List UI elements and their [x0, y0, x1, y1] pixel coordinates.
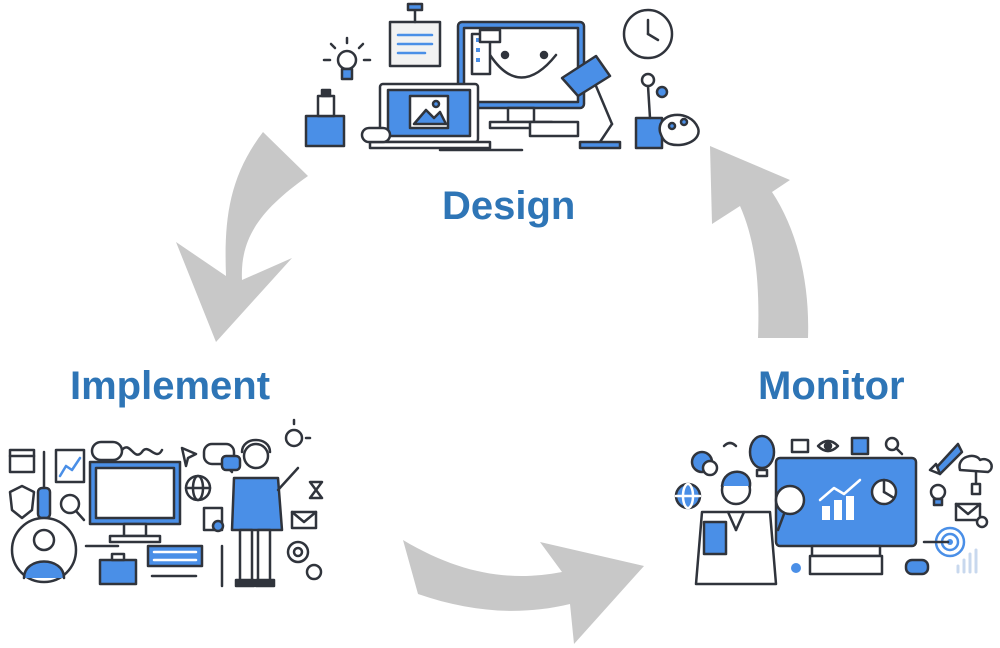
paint-palette-icon	[634, 72, 700, 150]
developer-person-icon	[230, 438, 300, 588]
magnifying-glass-icon	[774, 484, 806, 532]
implement-illustration	[8, 418, 324, 588]
clock-icon	[622, 8, 674, 60]
folder-icon	[790, 438, 810, 454]
arrow-design-to-implement	[176, 132, 308, 342]
user-avatar-icon	[10, 516, 78, 584]
envelope-icon	[290, 510, 318, 530]
envelope-icon	[954, 502, 989, 529]
screwdriver-icon	[36, 450, 52, 520]
design-illustration	[304, 2, 700, 152]
globe-icon	[184, 474, 212, 502]
lightbulb-icon	[284, 418, 312, 448]
cycle-arrows	[176, 132, 809, 644]
target-icon	[922, 526, 966, 558]
speech-bubble-icon	[202, 442, 242, 474]
mouse-icon	[90, 440, 164, 462]
briefcase-icon	[98, 552, 138, 586]
gear-icon	[202, 506, 323, 581]
analytics-screen-icon	[774, 456, 918, 576]
stage-label-monitor: Monitor	[758, 364, 905, 408]
window-icon	[8, 448, 36, 474]
cloud-icon	[958, 454, 993, 496]
desk-lamp-icon	[560, 54, 622, 150]
rocket-icon	[928, 442, 964, 476]
chart-icon	[54, 448, 86, 484]
shield-icon	[8, 484, 36, 520]
analyst-person-icon	[694, 470, 778, 586]
hourglass-icon	[308, 480, 324, 500]
stage-label-design: Design	[442, 184, 576, 228]
monitor-icon	[456, 20, 586, 130]
lightbulb-icon	[322, 36, 372, 81]
laptop-icon	[368, 82, 492, 150]
lightbulb-icon	[929, 483, 947, 507]
globe-icon	[674, 482, 702, 510]
arrow-monitor-to-design	[710, 146, 809, 338]
keyboard-icon	[146, 544, 204, 568]
eye-icon	[816, 439, 840, 453]
magnifier-icon	[59, 493, 86, 522]
stage-label-implement: Implement	[70, 364, 271, 408]
paint-bottle-icon	[304, 88, 346, 148]
hot-air-balloon-icon	[748, 434, 776, 478]
desktop-computer-icon	[88, 460, 182, 544]
pushpin-note-icon	[388, 2, 442, 68]
arrow-implement-to-monitor	[403, 540, 644, 644]
map-pin-icon	[690, 450, 719, 477]
monitor-illustration	[674, 434, 993, 586]
